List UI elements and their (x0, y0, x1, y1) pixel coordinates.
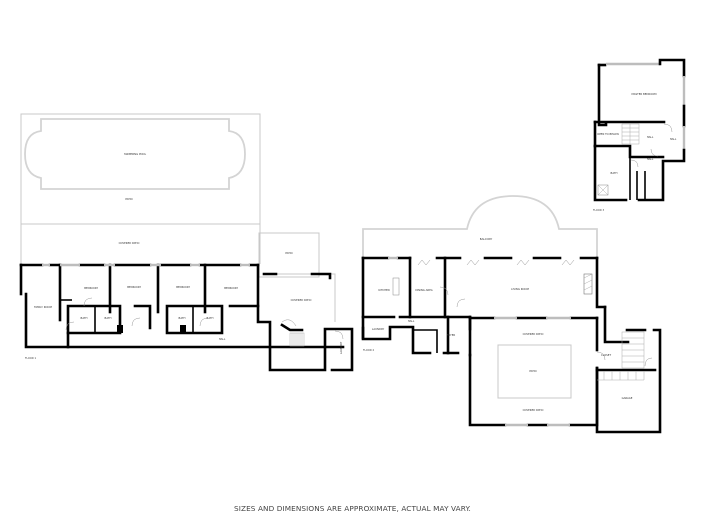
label-bedroom-2: BEDROOM (127, 285, 141, 289)
floor-3: MASTER BEDROOM OPEN TO BELOW HALL HALL H… (593, 58, 686, 212)
label-hall-3a: HALL (647, 135, 654, 139)
label-patio-small: PATIO (285, 251, 292, 255)
label-laundry-1: LAUNDRY (339, 341, 343, 354)
patio-area (20, 113, 261, 225)
label-covered-patio: COVERED PATIO (119, 241, 140, 245)
fireplace (583, 273, 593, 295)
label-master-bedroom: MASTER BEDROOM (631, 92, 656, 96)
label-hall-3b: HALL (670, 137, 677, 141)
label-garage: GARAGE (622, 396, 633, 400)
floor-2: BALCONY KITCHEN DINING AREA (361, 195, 662, 434)
staircase-1 (289, 332, 305, 347)
label-bath-3: BATH (179, 316, 186, 320)
label-hall-2: HALL (408, 319, 415, 323)
label-bath-1: BATH (81, 316, 88, 320)
label-bedroom-4: BEDROOM (224, 286, 238, 290)
floor-1: SWIMMING POOL PATIO COVERED PATIO PATIO … (19, 113, 354, 372)
label-living-room: LIVING ROOM (511, 287, 529, 291)
label-covered-patio-b: COVERED PATIO (523, 408, 544, 412)
label-dining-area: DINING AREA (415, 288, 432, 292)
label-bedroom-1: BEDROOM (84, 286, 98, 290)
floor-label-3: FLOOR 3 (593, 208, 605, 212)
shower (597, 184, 609, 196)
patio-center-outline (497, 344, 572, 399)
staircase-2 (597, 331, 645, 381)
label-covered-patio-a: COVERED PATIO (523, 332, 544, 336)
label-kitchen: KITCHEN (378, 288, 389, 292)
label-bedroom-3: BEDROOM (176, 285, 190, 289)
swimming-pool-outline (24, 118, 246, 190)
balcony-outline (362, 195, 598, 258)
label-bath-2: BATH (105, 316, 112, 320)
kitchen-island (392, 277, 400, 296)
label-family-room: FAMILY ROOM (34, 305, 52, 309)
label-bath-5: BATH (611, 171, 618, 175)
floor-label-1: FLOOR 1 (25, 356, 37, 360)
label-foyer: FOYER (447, 333, 456, 337)
staircase-3 (621, 123, 640, 145)
label-patio: PATIO (125, 197, 132, 201)
label-open-to-below: OPEN TO BELOW (597, 132, 619, 136)
label-balcony: BALCONY (480, 237, 493, 241)
label-swimming-pool: SWIMMING POOL (124, 152, 147, 156)
label-hall-3c: HALL (647, 157, 654, 161)
disclaimer-text: SIZES AND DIMENSIONS ARE APPROXIMATE, AC… (234, 504, 471, 513)
label-hall-1: HALL (219, 337, 226, 341)
label-covered-patio-side: COVERED PATIO (291, 298, 312, 302)
patio-small (258, 232, 320, 278)
label-laundry-2: LAUNDRY (372, 327, 385, 331)
label-closet: CLOSET (601, 353, 611, 357)
label-bath-4: BATH (207, 316, 214, 320)
floor-label-2: FLOOR 2 (363, 348, 375, 352)
label-patio-center: PATIO (529, 369, 536, 373)
